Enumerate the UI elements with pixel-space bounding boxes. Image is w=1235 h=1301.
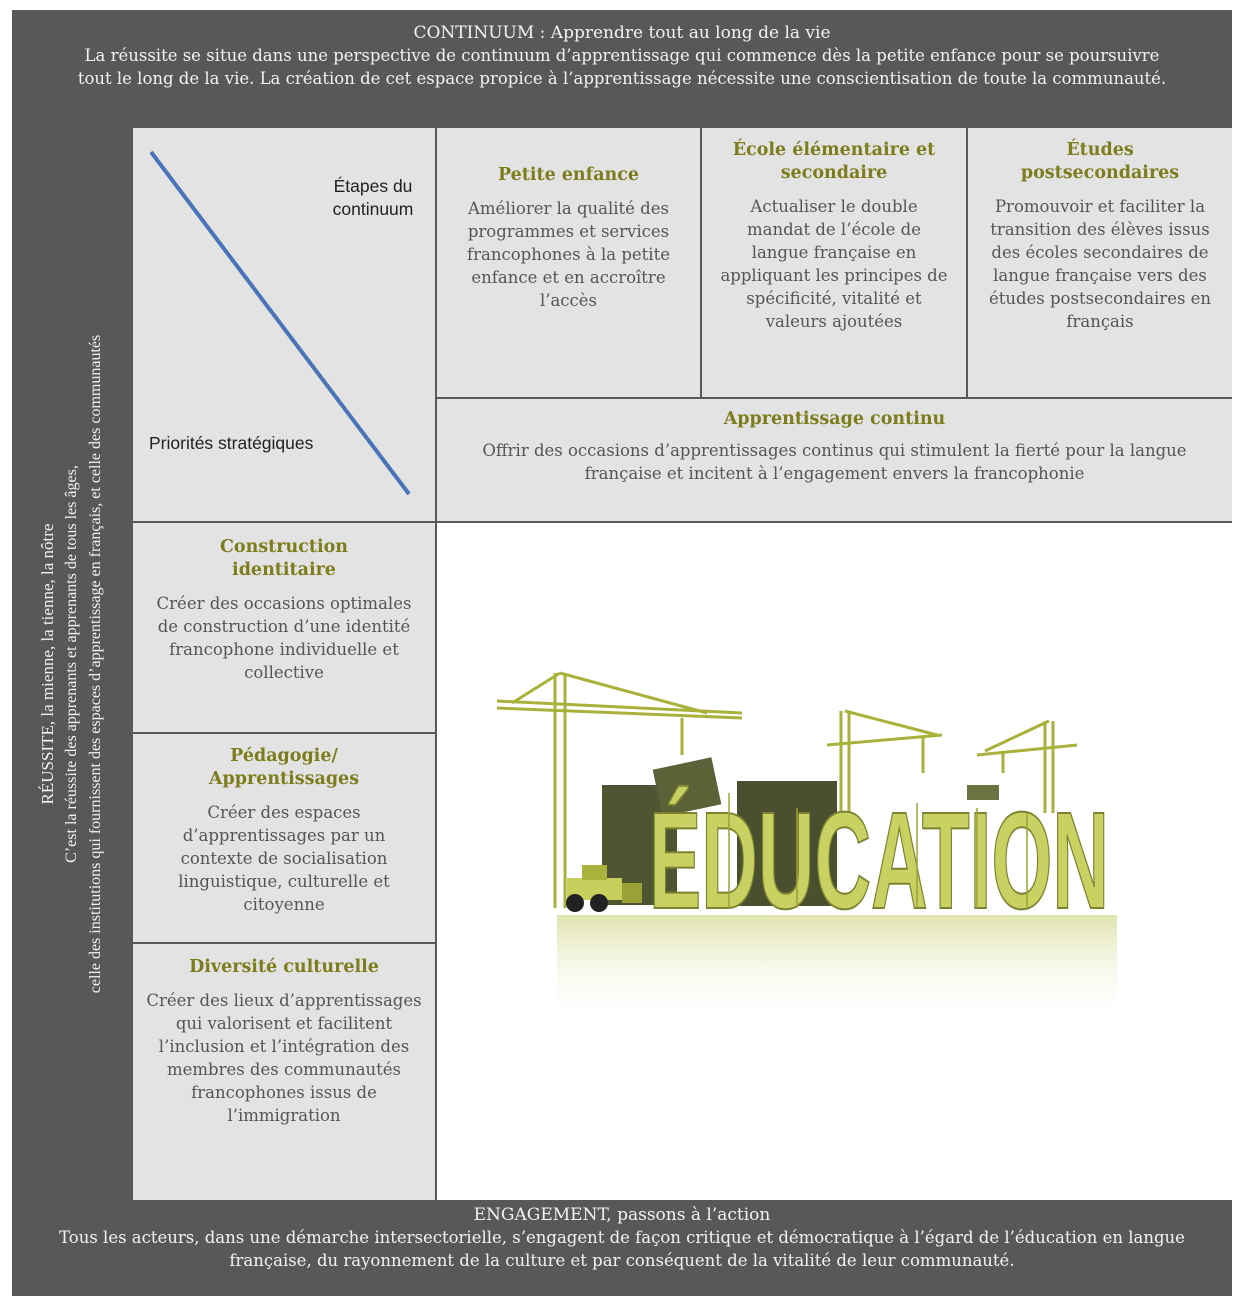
continuum-banner: CONTINUUM : Apprendre tout au long de la… bbox=[12, 10, 1232, 128]
engagement-text: Tous les acteurs, dans une démarche inte… bbox=[59, 1228, 1185, 1270]
block-suspended bbox=[967, 785, 999, 800]
priority-diversite-culturelle: Diversité culturelle Créer des lieux d’a… bbox=[133, 944, 435, 1200]
engagement-banner: ENGAGEMENT, passons à l’action Tous les … bbox=[12, 1200, 1232, 1296]
block-back-middle bbox=[737, 781, 837, 906]
priority-construction-identitaire: Construction identitaire Créer des occas… bbox=[133, 523, 435, 732]
bulldozer bbox=[566, 865, 642, 912]
crane-right bbox=[976, 719, 1078, 813]
continuum-text: La réussite se situe dans une perspectiv… bbox=[77, 46, 1167, 88]
priority-body: Créer des lieux d’apprentissages qui val… bbox=[146, 991, 422, 1125]
continuum-title: CONTINUUM : Apprendre tout au long de la… bbox=[413, 23, 831, 43]
stage-heading: Études postsecondaires bbox=[1020, 140, 1180, 183]
priority-heading: Pédagogie/ Apprentissages bbox=[208, 746, 360, 789]
education-word: ÉDUCATION bbox=[648, 783, 1110, 939]
priorites-label: Priorités stratégiques bbox=[149, 433, 314, 453]
education-letters: ÉDUCATION bbox=[649, 784, 1109, 938]
continu-body: Offrir des occasions d’apprentissages co… bbox=[482, 441, 1187, 483]
priority-heading: Diversité culturelle bbox=[189, 957, 379, 977]
priority-pedagogie: Pédagogie/ Apprentissages Créer des espa… bbox=[133, 734, 435, 942]
etapes-label: Étapes du continuum bbox=[332, 176, 414, 219]
priority-heading: Construction identitaire bbox=[220, 537, 348, 580]
reussite-side-panel: RÉUSSITE, la mienne, la tienne, la nôtre… bbox=[12, 128, 133, 1200]
block-letter-e-top bbox=[652, 757, 722, 817]
reussite-line-3: celle des institutions qui fournissent d… bbox=[87, 334, 104, 994]
reussite-title: RÉUSSITE, la mienne, la tienne, la nôtre bbox=[38, 523, 57, 805]
stage-body: Promouvoir et faciliter la transition de… bbox=[988, 197, 1212, 331]
priority-body: Créer des occasions optimales de constru… bbox=[156, 594, 412, 682]
education-construction-image: ÉDUCATION bbox=[437, 523, 1232, 1200]
stage-body: Améliorer la qualité des programmes et s… bbox=[467, 199, 670, 310]
reussite-line-2: C’est la réussite des apprenants et appr… bbox=[63, 465, 80, 863]
diagonal-divider bbox=[149, 150, 411, 496]
priority-body: Créer des espaces d’apprentissages par u… bbox=[178, 803, 390, 914]
continu-heading: Apprentissage continu bbox=[723, 409, 946, 429]
reussite-rotated-text: RÉUSSITE, la mienne, la tienne, la nôtre… bbox=[36, 164, 108, 1164]
education-cranes-illustration: ÉDUCATION bbox=[496, 671, 1117, 1025]
engagement-title: ENGAGEMENT, passons à l’action bbox=[473, 1205, 771, 1225]
stage-ecole: École élémentaire et secondaire Actualis… bbox=[702, 128, 966, 397]
reflection bbox=[557, 915, 1117, 1025]
crane-left bbox=[496, 671, 743, 908]
crane-middle bbox=[826, 709, 943, 813]
stage-postsecondaire: Études postsecondaires Promouvoir et fac… bbox=[968, 128, 1232, 397]
stage-heading: École élémentaire et secondaire bbox=[732, 140, 936, 183]
stage-body: Actualiser le double mandat de l’école d… bbox=[720, 197, 948, 331]
stage-petite-enfance: Petite enfance Améliorer la qualité des … bbox=[437, 128, 700, 397]
apprentissage-continu-cell: Apprentissage continu Offrir des occasio… bbox=[437, 399, 1232, 521]
corner-header-cell: Étapes du continuum Priorités stratégiqu… bbox=[133, 128, 435, 521]
stage-heading: Petite enfance bbox=[497, 165, 640, 185]
